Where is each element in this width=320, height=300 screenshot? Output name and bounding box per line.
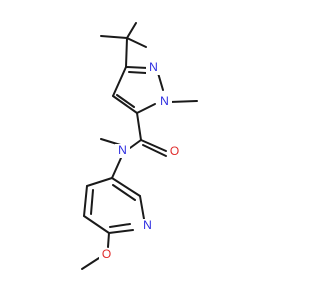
atom-n-pyrazole-2: N: [146, 60, 161, 75]
bond-o-methyl: [81, 257, 100, 270]
bond-n1-methyl: [169, 100, 198, 103]
bond-c3-n2: [125, 66, 149, 69]
bond-n1-c5: [136, 103, 156, 114]
bond-c6-o: [107, 232, 110, 248]
bond-py-c4-c5-double: [90, 189, 94, 215]
bond-c5-c4: [112, 95, 138, 114]
bond-py-c5-c6: [83, 215, 110, 234]
bond-carbonyl-o: [140, 139, 167, 152]
bond-py-c6-n: [108, 229, 134, 234]
bond-tbutyl-methyl-left: [100, 35, 128, 39]
bond-py-c3-c4: [86, 177, 113, 187]
atom-o-methoxy: O: [99, 247, 114, 262]
bond-c5-carbonyl: [136, 112, 142, 141]
bond-tbutyl-methyl-right: [126, 37, 147, 48]
atom-o-carbonyl: O: [167, 144, 182, 159]
atom-n-amide: N: [115, 143, 130, 158]
atom-label-n: N: [149, 60, 158, 74]
bond-py-n-c2: [139, 195, 145, 220]
bond-c3-n2-double: [128, 71, 147, 74]
bond-layer: [81, 22, 198, 270]
bond-c4-c3: [112, 66, 127, 97]
bond-n-pyridine: [111, 157, 122, 179]
atom-n-pyrazole-1: N: [157, 94, 172, 109]
atom-label-n: N: [160, 94, 169, 108]
molecule-structure: N N O N N O: [81, 22, 198, 270]
bond-carbonyl-o-double: [142, 144, 167, 157]
bond-carbonyl-n: [129, 139, 142, 149]
atom-label-n: N: [118, 143, 127, 157]
atom-label-o: O: [102, 247, 111, 261]
bond-py-c4-c5: [83, 185, 88, 217]
atom-label-n: N: [143, 218, 152, 232]
atom-label-o: O: [170, 144, 179, 158]
bond-tbutyl-methyl-top: [126, 22, 137, 39]
bond-py-c2-c3: [111, 177, 141, 197]
bond-py-c6-n-double: [109, 223, 131, 228]
bond-c5-c4-double: [116, 94, 135, 108]
bond-tbutyl-ring: [125, 37, 128, 68]
atom-n-pyridine: N: [140, 218, 155, 233]
bond-n2-n1: [157, 72, 164, 91]
bond-py-c2-c3-double: [112, 184, 136, 201]
atom-label-layer: N N O N N O: [99, 60, 182, 262]
